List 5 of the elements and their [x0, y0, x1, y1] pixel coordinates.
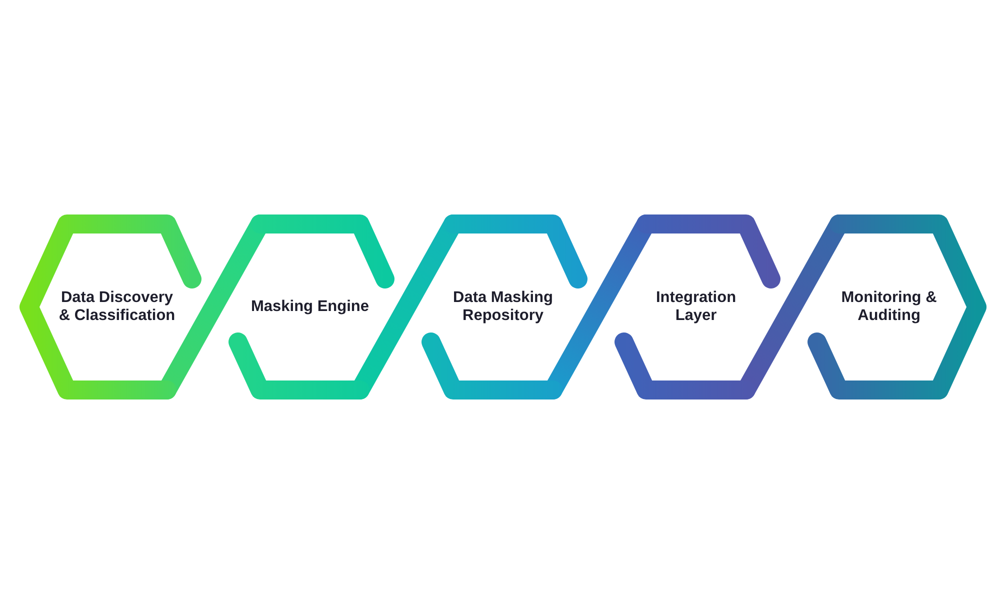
node-label: Data Masking Repository: [452, 289, 554, 325]
node-label: Masking Engine: [251, 298, 369, 316]
node-label: Monitoring & Auditing: [840, 289, 938, 325]
node-label: Integration Layer: [654, 289, 738, 325]
node-label: Data Discovery & Classification: [58, 289, 176, 325]
